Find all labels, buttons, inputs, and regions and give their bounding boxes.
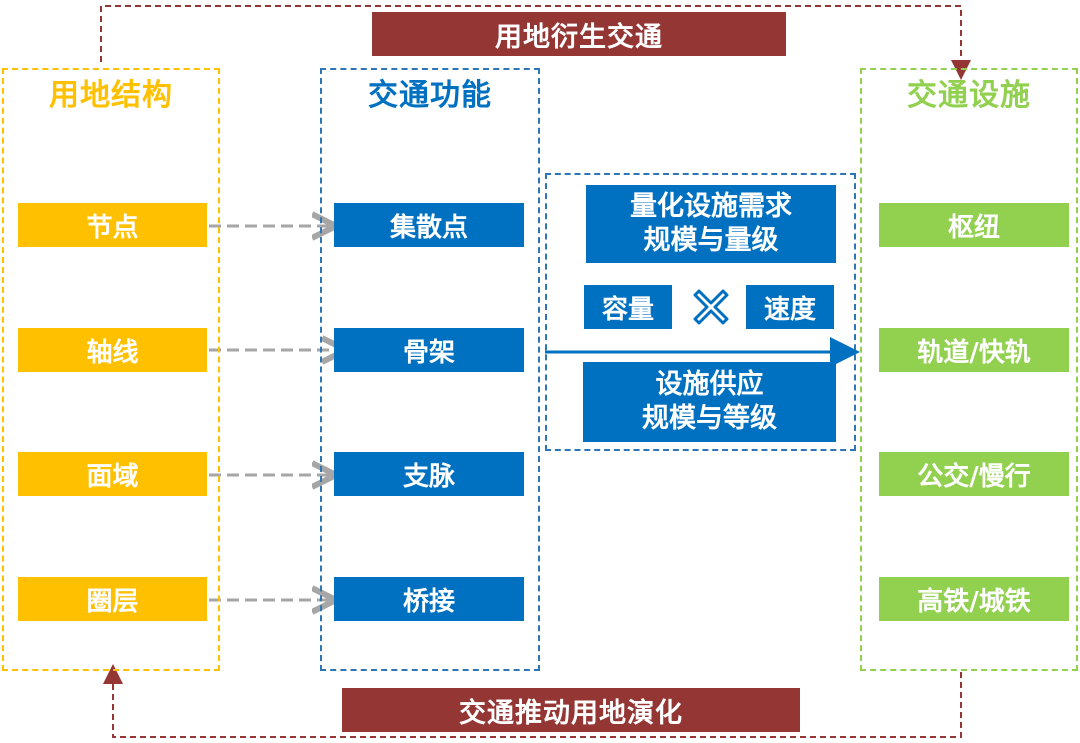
multiply-icon [691, 287, 731, 327]
bottom-banner: 交通推动用地演化 [342, 688, 800, 732]
function-item-branch: 支脉 [334, 452, 524, 496]
supply-box: 设施供应 规模与等级 [583, 362, 836, 442]
supply-line2: 规模与等级 [642, 403, 777, 434]
demand-line1: 量化设施需求 [630, 191, 792, 222]
capacity-box: 容量 [584, 285, 672, 329]
supply-line1: 设施供应 [655, 369, 764, 400]
function-item-collect: 集散点 [334, 203, 524, 247]
facility-item-rail: 轨道/快轨 [879, 328, 1069, 372]
function-item-skeleton: 骨架 [334, 328, 524, 372]
traffic-function-frame [320, 68, 540, 671]
bottom-loop-arrow [103, 664, 962, 738]
top-banner: 用地衍生交通 [372, 12, 786, 56]
speed-box: 速度 [746, 285, 834, 329]
land-item-node: 节点 [18, 203, 207, 247]
land-item-axis: 轴线 [18, 328, 207, 372]
traffic-facility-frame [860, 68, 1078, 671]
demand-line2: 规模与量级 [643, 225, 779, 256]
facility-item-hsr: 高铁/城铁 [879, 577, 1069, 621]
function-item-bridge: 桥接 [334, 577, 524, 621]
land-item-area: 面域 [18, 452, 207, 496]
land-structure-frame [2, 68, 220, 671]
facility-item-hub: 枢纽 [879, 203, 1069, 247]
land-structure-title: 用地结构 [49, 78, 173, 113]
facility-item-bus: 公交/慢行 [879, 452, 1069, 496]
traffic-function-title: 交通功能 [368, 78, 492, 113]
middle-frame [545, 173, 856, 451]
demand-box: 量化设施需求 规模与量级 [586, 185, 836, 263]
traffic-facility-title: 交通设施 [907, 78, 1031, 113]
top-loop-arrow [100, 5, 971, 80]
land-item-ring: 圈层 [18, 577, 207, 621]
